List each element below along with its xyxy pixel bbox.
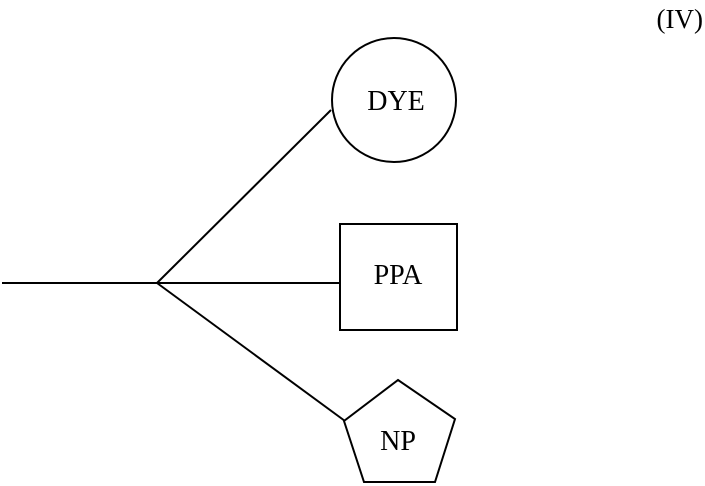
dye-node-circle (331, 37, 457, 163)
np-label: NP (380, 426, 416, 457)
ppa-node-square (339, 223, 458, 331)
dye-label: DYE (367, 86, 425, 117)
figure-label: (IV) (657, 4, 703, 34)
ppa-label: PPA (374, 260, 424, 291)
branch-line-dye (156, 109, 332, 284)
np-node-pentagon (342, 378, 457, 483)
branch-line-np (156, 282, 346, 422)
